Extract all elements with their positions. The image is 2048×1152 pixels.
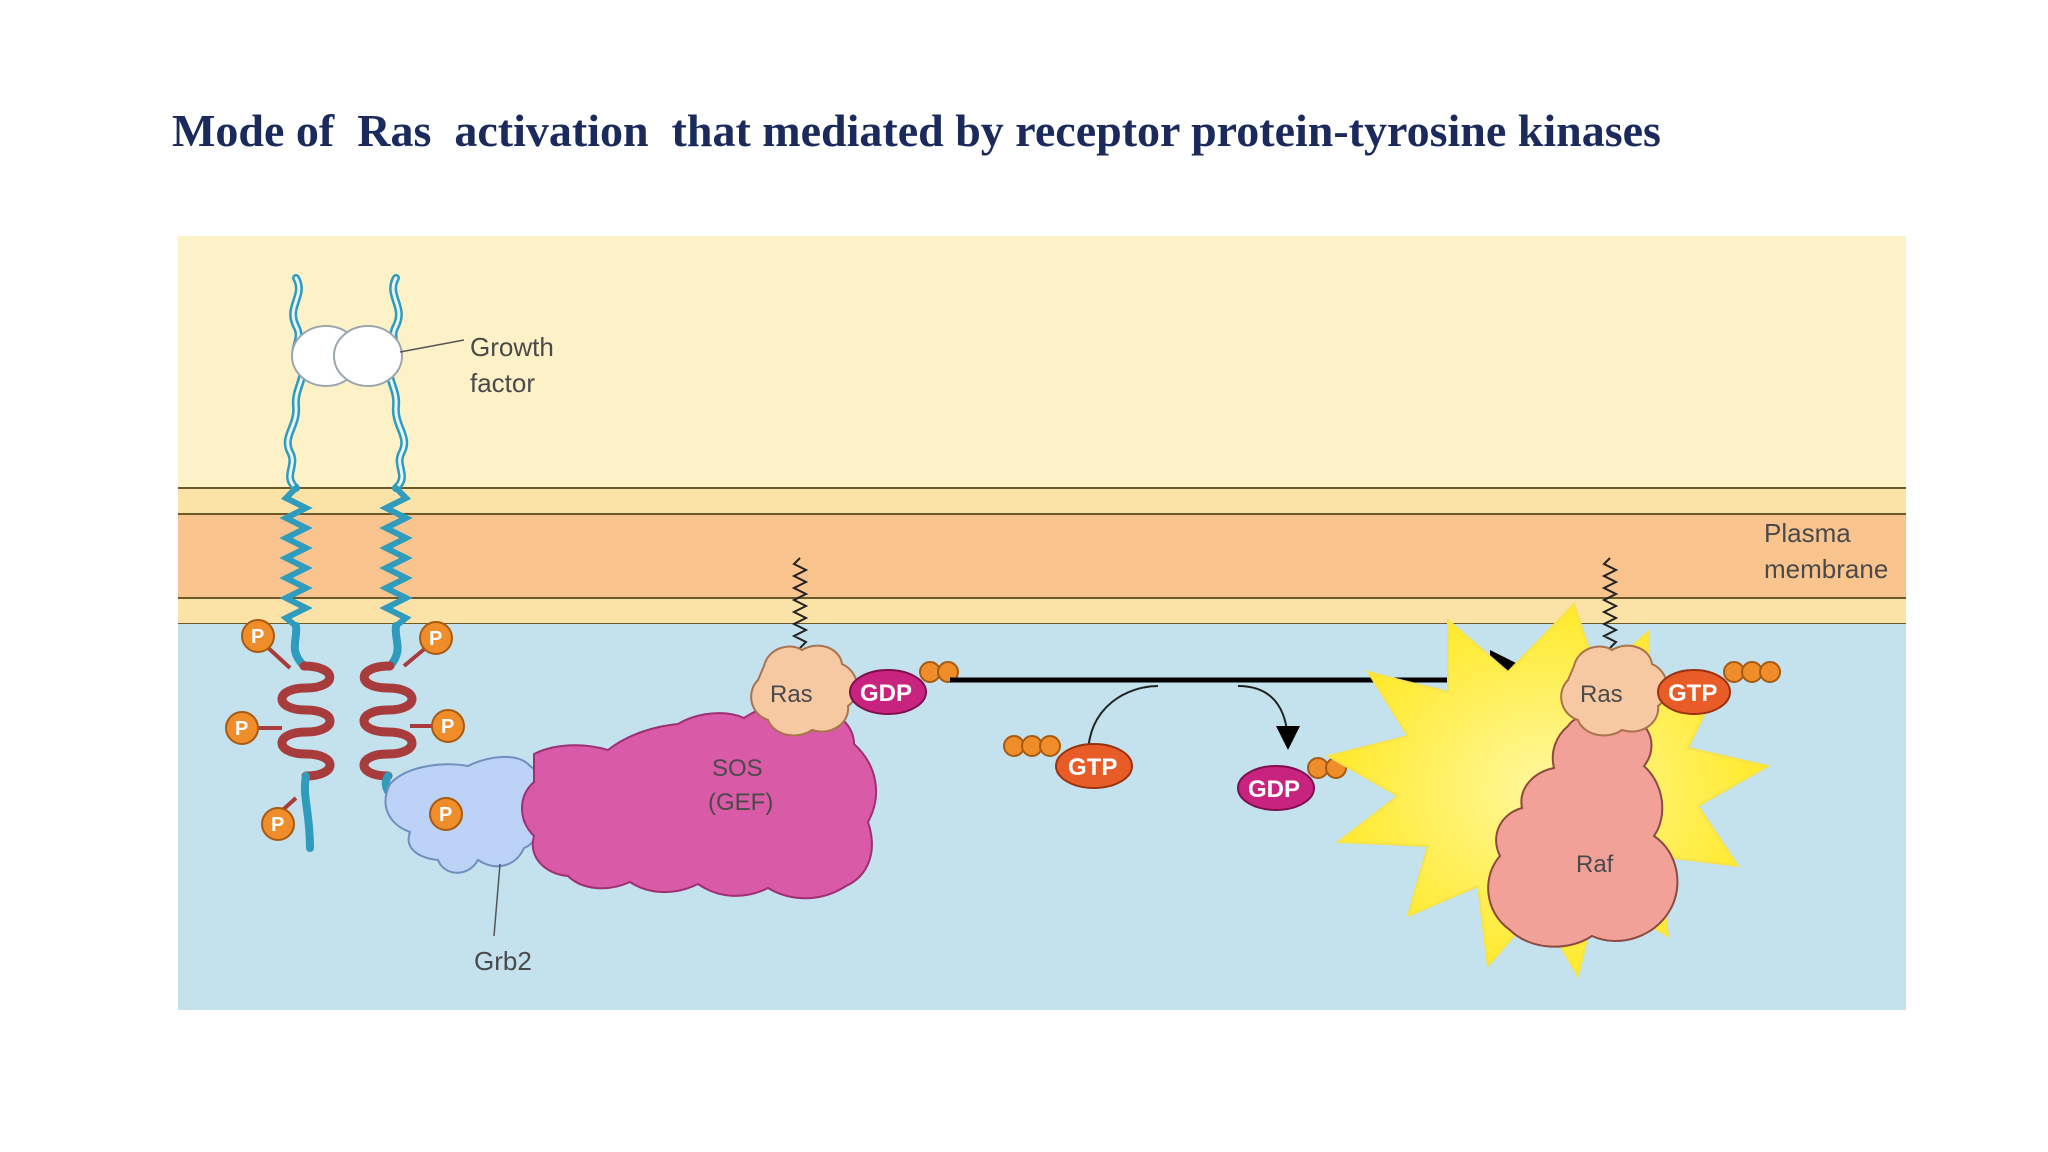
sos-label-1: SOS bbox=[712, 755, 763, 782]
growth-factor bbox=[291, 325, 403, 387]
phosphates-right: P P bbox=[402, 621, 465, 743]
ras-gdp-protein bbox=[750, 644, 858, 737]
grb2-pointer bbox=[493, 863, 501, 937]
gtp-bound-badge bbox=[1657, 669, 1731, 715]
raf-protein bbox=[1487, 711, 1679, 948]
membrane-inner-leaflet bbox=[178, 598, 1906, 624]
slide-title: Mode of Ras activation that mediated by … bbox=[172, 105, 1661, 156]
gtp-bound-label: GTP bbox=[1668, 680, 1717, 707]
svg-text:P: P bbox=[441, 716, 454, 738]
gtp-free-label: GTP bbox=[1068, 754, 1117, 781]
gdp-bound-badge bbox=[849, 669, 927, 715]
gdp-out-arrow bbox=[1237, 685, 1300, 750]
phosphate-icon: P bbox=[431, 709, 465, 743]
ras-left-label: Ras bbox=[770, 681, 813, 708]
plasma-membrane-label-2: membrane bbox=[1764, 554, 1888, 584]
gtp-free-badge bbox=[1055, 743, 1133, 789]
ras-anchor-right bbox=[1601, 557, 1619, 649]
gdp-free-label: GDP bbox=[1248, 776, 1300, 803]
phosphate-icon: P bbox=[261, 807, 295, 841]
phosphate-chain-gtp-free bbox=[1003, 735, 1061, 757]
plasma-membrane-label-1: Plasma bbox=[1764, 518, 1851, 548]
grb2-label: Grb2 bbox=[474, 946, 532, 976]
growth-factor-label-1: Growth bbox=[470, 332, 554, 362]
ras-gtp-protein bbox=[1560, 644, 1668, 737]
phosphate-chain-gdp-bound bbox=[919, 661, 959, 683]
receptor-left bbox=[277, 274, 335, 852]
ras-anchor-left bbox=[791, 557, 809, 649]
svg-text:P: P bbox=[429, 628, 442, 650]
phosphate-icon: P bbox=[241, 619, 275, 653]
svg-text:P: P bbox=[251, 626, 264, 648]
svg-text:P: P bbox=[439, 804, 452, 826]
gtp-in-arrow bbox=[1087, 685, 1159, 757]
svg-text:P: P bbox=[271, 814, 284, 836]
phosphate-icon: P bbox=[429, 797, 463, 831]
ras-right-label: Ras bbox=[1580, 681, 1623, 708]
phosphate-chain-gtp-bound bbox=[1723, 661, 1781, 683]
gdp-bound-label: GDP bbox=[860, 680, 912, 707]
growth-factor-label-2: factor bbox=[470, 368, 535, 398]
membrane-outer-leaflet bbox=[178, 488, 1906, 514]
sos-label-2: (GEF) bbox=[708, 789, 773, 816]
sos-protein bbox=[521, 701, 878, 900]
extracellular-space bbox=[178, 236, 1906, 488]
phosphate-icon: P bbox=[419, 621, 453, 655]
ras-activation-diagram: Growth factor P P P P P bbox=[178, 236, 1906, 1010]
growth-factor-pointer bbox=[399, 339, 465, 353]
raf-label: Raf bbox=[1576, 851, 1614, 878]
phosphates-left: P P P bbox=[225, 619, 298, 841]
gdp-free-badge bbox=[1237, 765, 1315, 811]
svg-text:P: P bbox=[235, 718, 248, 740]
phosphate-icon: P bbox=[225, 711, 259, 745]
